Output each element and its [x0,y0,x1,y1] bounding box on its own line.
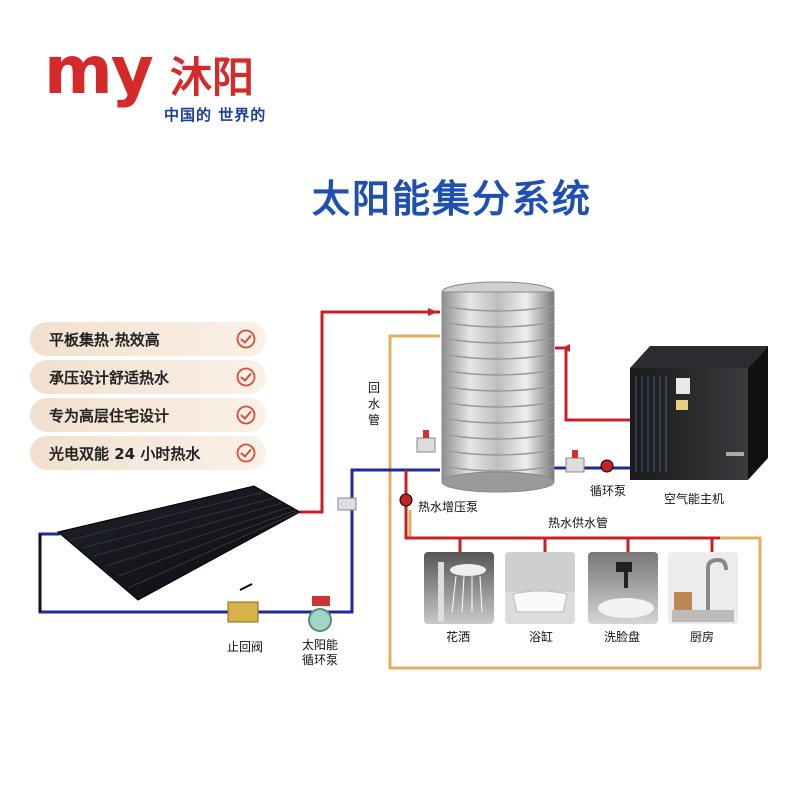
supply-pipe [406,530,720,538]
circulation-pump-icon [309,596,331,631]
circulation-pump-label: 循环泵 [590,482,626,499]
booster-pump-label: 热水增压泵 [418,498,478,515]
solar-cold-pipe [310,470,440,612]
valve-icon [338,498,356,510]
shower-icon [424,552,494,624]
solar-pump-label: 太阳能循环泵 [300,638,340,668]
flow-arrow [428,308,438,316]
solar-panel [58,486,300,600]
check-valve-icon [228,584,258,622]
air-source-unit-label: 空气能主机 [664,490,724,507]
fixture-label: 厨房 [690,628,714,645]
pump-indicator [400,494,412,506]
valve-icon [566,450,584,472]
kitchen-icon [668,552,738,624]
fixture-photo-bathtub [505,552,575,624]
supply-pipe-label: 热水供水管 [548,514,608,531]
bathtub-icon [505,552,575,624]
fixture-photo-shower [424,552,494,624]
fixture-label: 浴缸 [529,628,553,645]
water-tank [442,282,554,492]
fixture-photo-washbasin [588,552,658,624]
pump-indicator [601,460,613,472]
check-valve-label: 止回阀 [227,638,263,655]
fixture-photo-kitchen [668,552,738,624]
fixture-label: 洗脸盘 [604,628,640,645]
return-pipe-label: 回水管 [367,380,381,428]
washbasin-icon [588,552,658,624]
air-source-unit [630,346,768,480]
valve-icon [417,430,435,452]
fixture-label: 花洒 [446,628,470,645]
